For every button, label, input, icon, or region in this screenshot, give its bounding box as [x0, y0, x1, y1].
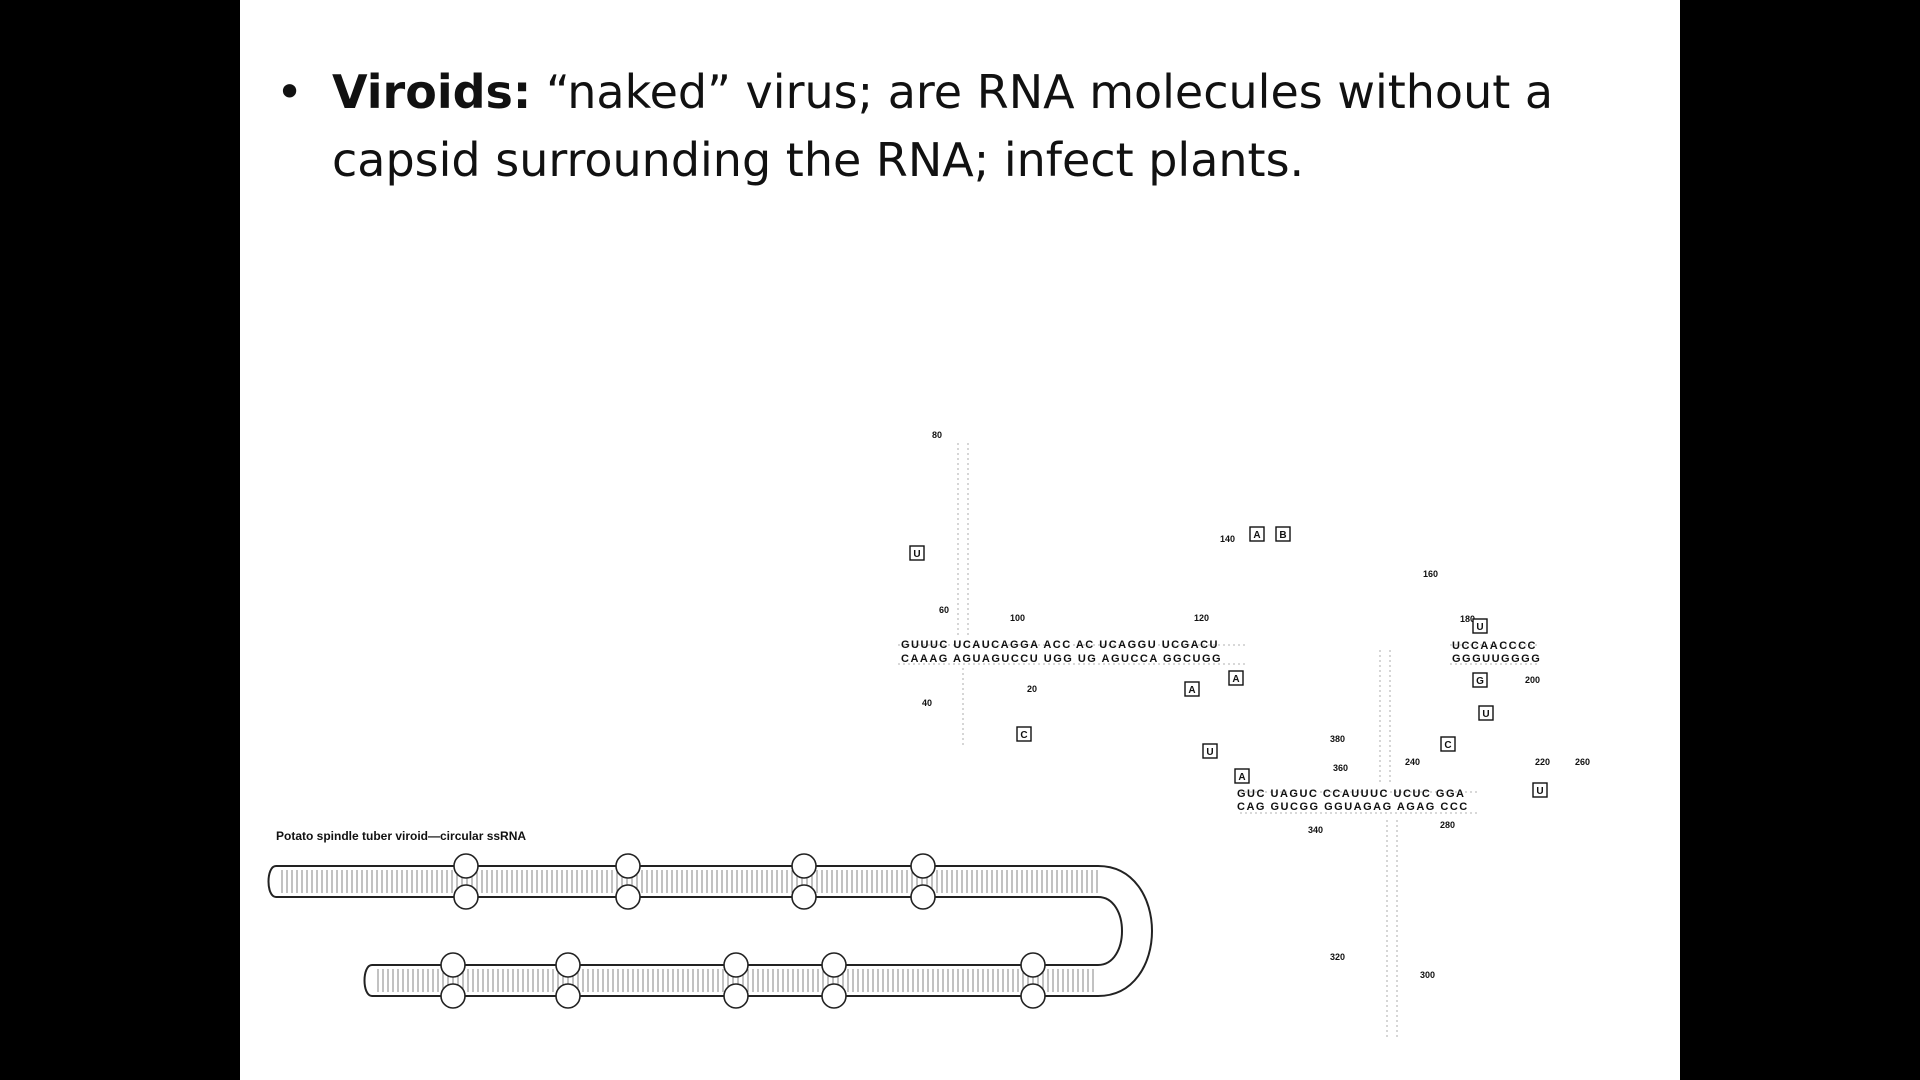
position-labels: 60 80 100 40 20 120 140 160 180 200 220 240 260 280 30… — [922, 430, 1590, 980]
boxed-base-letter: U — [1206, 747, 1213, 758]
loop — [453, 853, 479, 879]
main-stem-bottom-strand: CAAAG AGUAGUCCU UGG UG AGUCCA GGCUGG — [901, 653, 1222, 665]
boxed-base-frame — [1228, 670, 1244, 686]
position-label: 180 — [1460, 614, 1475, 624]
boxed-base-frame — [1275, 526, 1291, 542]
bullet-text: Viroids: “naked” virus; are RNA molecule… — [332, 58, 1632, 194]
lower-branch-top-strand: GUC UAGUC CCAUUUC UCUC GGA — [1237, 788, 1465, 800]
position-label: 300 — [1420, 970, 1435, 980]
boxed-base-frame — [1234, 768, 1250, 784]
position-label: 20 — [1027, 684, 1037, 694]
loop — [910, 853, 936, 879]
boxed-base-letter: U — [913, 549, 920, 560]
hairpin-inner-loop — [1097, 896, 1123, 966]
boxed-base-letter: B — [1279, 530, 1286, 541]
boxed-base-letter: A — [1232, 674, 1239, 685]
boxed-base-letter: U — [1536, 786, 1543, 797]
boxed-base-frame — [1016, 726, 1032, 742]
boxed-base-frame — [1184, 681, 1200, 697]
loop — [555, 983, 581, 1009]
loop — [440, 983, 466, 1009]
main-stem-top-strand: GUUUC UCAUCAGGA ACC AC UCAGGU UCGACU — [901, 639, 1219, 651]
position-label: 80 — [932, 430, 942, 440]
boxed-bases: C A U G U U A C U A U B A — [909, 526, 1548, 798]
position-label: 240 — [1405, 757, 1420, 767]
boxed-base-frame — [1440, 736, 1456, 752]
position-label: 260 — [1575, 757, 1590, 767]
lower-end-cap — [363, 964, 373, 997]
boxed-base-frame — [1532, 782, 1548, 798]
position-label: 60 — [939, 605, 949, 615]
loop — [791, 884, 817, 910]
loop — [453, 884, 479, 910]
loop — [555, 952, 581, 978]
loop — [1020, 983, 1046, 1009]
lower-branch-bottom-strand: CAG GUCGG GGUAGAG AGAG CCC — [1237, 801, 1469, 813]
boxed-base-frame — [1249, 526, 1265, 542]
position-label: 160 — [1423, 569, 1438, 579]
boxed-base-letter: A — [1253, 530, 1260, 541]
loop — [1020, 952, 1046, 978]
loop — [821, 983, 847, 1009]
bullet-definition: “naked” virus; are RNA molecules without… — [332, 65, 1554, 187]
loop — [821, 952, 847, 978]
loop — [910, 884, 936, 910]
position-label: 340 — [1308, 825, 1323, 835]
boxed-base-letter: A — [1188, 685, 1195, 696]
position-label: 280 — [1440, 820, 1455, 830]
position-label: 380 — [1330, 734, 1345, 744]
slide: • Viroids: “naked” virus; are RNA molecu… — [240, 0, 1680, 1080]
position-label: 200 — [1525, 675, 1540, 685]
loop — [723, 983, 749, 1009]
loop — [615, 884, 641, 910]
position-label: 220 — [1535, 757, 1550, 767]
loop — [615, 853, 641, 879]
left-end-cap — [267, 865, 277, 898]
position-label: 40 — [922, 698, 932, 708]
hairpin-end-loop — [1097, 865, 1153, 997]
position-label: 120 — [1194, 613, 1209, 623]
boxed-base-letter: C — [1444, 740, 1451, 751]
structure-backbone — [898, 440, 1540, 1040]
boxed-base-frame — [1202, 743, 1218, 759]
branched-structure-diagram: GUUUC UCAUCAGGA ACC AC UCAGGU UCGACU CAA… — [898, 430, 1590, 1040]
boxed-base-letter: U — [1476, 622, 1483, 633]
circular-rna-outline — [267, 853, 1153, 1009]
boxed-base-frame — [1472, 618, 1488, 634]
boxed-base-frame — [909, 545, 925, 561]
structure-sequence-text: GUUUC UCAUCAGGA ACC AC UCAGGU UCGACU CAA… — [901, 639, 1541, 813]
circular-diagram-caption: Potato spindle tuber viroid—circular ssR… — [276, 829, 526, 843]
boxed-base-letter: C — [1020, 730, 1027, 741]
viroid-diagrams: Potato spindle tuber viroid—circular ssR… — [267, 430, 1590, 1040]
right-branch-top-strand: UCCAACCCC — [1452, 640, 1537, 652]
bullet-marker: • — [276, 65, 304, 119]
position-label: 360 — [1333, 763, 1348, 773]
boxed-base-frame — [1472, 672, 1488, 688]
right-branch-bottom-strand: GGGUUGGGG — [1452, 653, 1541, 665]
boxed-base-frame — [1478, 705, 1494, 721]
boxed-base-letter: U — [1482, 709, 1489, 720]
boxed-base-letter: G — [1476, 676, 1484, 687]
position-label: 100 — [1010, 613, 1025, 623]
loop — [791, 853, 817, 879]
loop — [440, 952, 466, 978]
loop — [723, 952, 749, 978]
position-label: 140 — [1220, 534, 1235, 544]
circular-ssrna-diagram: Potato spindle tuber viroid—circular ssR… — [267, 829, 1153, 1009]
bullet-term: Viroids: — [332, 65, 532, 119]
boxed-base-letter: A — [1238, 772, 1245, 783]
position-label: 320 — [1330, 952, 1345, 962]
